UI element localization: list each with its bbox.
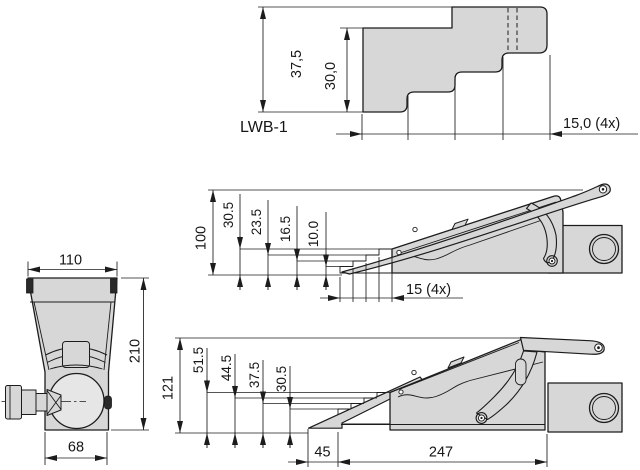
dim-step-1: 30.5 bbox=[221, 202, 236, 228]
dim-step-width: 15,0 (4x) bbox=[563, 116, 620, 132]
lowered-dimensions: 100 30.5 23.5 16.5 10.0 bbox=[194, 189, 583, 302]
dim-step-4: 30.5 bbox=[274, 366, 289, 392]
dim-total-height: 37,5 bbox=[289, 50, 305, 78]
product-label: LWB-1 bbox=[240, 119, 288, 136]
adjust-knob bbox=[1, 385, 86, 420]
profile-dimensions: 37,5 30,0 15,0 (4x) bbox=[258, 6, 638, 140]
front-view: 110 210 68 bbox=[1, 253, 149, 465]
link-slot bbox=[515, 358, 527, 386]
dim-step-3: 16.5 bbox=[278, 216, 293, 242]
profile-view: 37,5 30,0 15,0 (4x) LWB-1 bbox=[240, 6, 638, 140]
plate-hole bbox=[411, 369, 417, 376]
dim-step-4: 10.0 bbox=[306, 221, 321, 247]
saddle bbox=[45, 341, 108, 370]
corner-clip bbox=[26, 278, 34, 294]
toggle-link bbox=[525, 202, 558, 264]
dim-step-2: 23.5 bbox=[249, 209, 264, 235]
latch-tab bbox=[447, 356, 465, 369]
plate-hole bbox=[412, 226, 418, 233]
handle-lever bbox=[519, 336, 605, 355]
handle-pin bbox=[597, 346, 600, 350]
side-view-lowered: 100 30.5 23.5 16.5 10.0 bbox=[194, 183, 623, 302]
dim-base-length: 247 bbox=[429, 445, 453, 461]
latch-tab bbox=[451, 218, 469, 230]
dim-total-height: 121 bbox=[161, 376, 177, 400]
raised-dimensions: 121 51.5 44.5 37.5 30.5 bbox=[161, 337, 548, 467]
axle-end bbox=[104, 395, 112, 410]
dim-nose-length: 45 bbox=[314, 445, 330, 461]
dim-bottom-width: 68 bbox=[68, 440, 84, 456]
dim-step-pitch: 15 (4x) bbox=[406, 282, 451, 298]
profile-shape bbox=[362, 6, 548, 113]
front-dimensions: 110 210 68 bbox=[27, 253, 149, 465]
link-pivot bbox=[546, 255, 558, 267]
handle-lever bbox=[341, 183, 611, 275]
dim-step-1: 51.5 bbox=[191, 347, 206, 373]
dim-step-3: 37.5 bbox=[247, 362, 262, 388]
dim-total-height: 100 bbox=[194, 226, 210, 250]
link-pivot bbox=[475, 412, 488, 424]
corner-clip bbox=[110, 278, 118, 294]
dim-top-width: 110 bbox=[59, 253, 82, 269]
dim-height: 210 bbox=[128, 339, 144, 363]
dim-inner-height: 30,0 bbox=[323, 62, 339, 90]
handle-pin bbox=[601, 188, 605, 191]
dim-step-2: 44.5 bbox=[219, 355, 234, 381]
receiver-block bbox=[547, 382, 623, 433]
side-view-raised: 121 51.5 44.5 37.5 30.5 bbox=[161, 336, 623, 467]
plate-hole bbox=[398, 389, 404, 395]
